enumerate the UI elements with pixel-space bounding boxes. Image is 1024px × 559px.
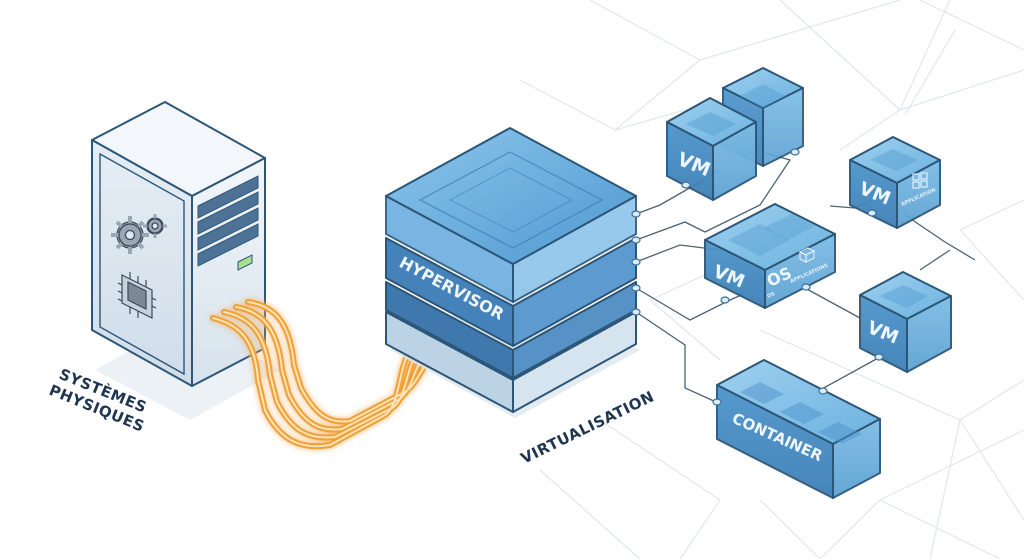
connector-dot [631,258,641,266]
app-grid-icon [912,172,928,189]
connection-line [819,356,881,391]
connection-line [919,249,951,271]
cable-bundle [210,299,451,450]
physical-server: SYSTÈMES PHYSIQUES [47,101,280,436]
vm-node-os: VM OS OS APPLICATIONS [704,203,836,309]
connection-line [635,152,792,241]
vm-node-top-left: VM [666,97,757,201]
connector-dot [631,284,641,292]
connection-line [635,287,749,321]
connection-line [904,214,976,261]
connector-dot [631,308,641,316]
vm-node-right: VM [859,271,952,373]
connection-line [635,311,717,403]
vm-node-application: VM APPLICATION [849,136,941,229]
hypervisor-stack: HYPERVISOR VIRTUALISATION [385,127,657,468]
connector-dot [631,236,641,244]
container-node: CONTAINER [712,359,881,499]
gears-icon [111,214,167,254]
status-led-icon [237,254,253,271]
package-box-icon [798,247,816,263]
connection-line [804,287,861,319]
drive-bays-icon [197,175,259,267]
os-sublabel: OS [766,291,776,300]
cpu-chip-icon [117,272,157,319]
connector-dot [631,210,641,218]
